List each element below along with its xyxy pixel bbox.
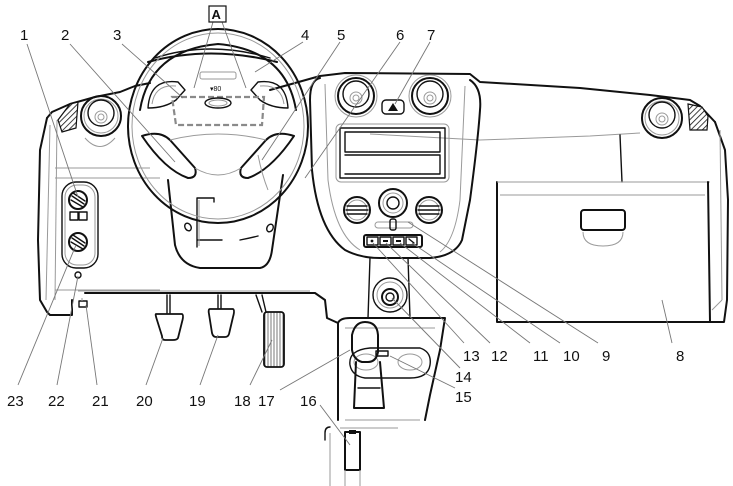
climate-control-temp[interactable] <box>415 196 443 224</box>
instrument-cluster: ▾80 <box>147 71 289 109</box>
dashboard-body <box>37 72 729 324</box>
brand-emblem <box>204 97 232 109</box>
callout-2: 2 <box>61 27 69 44</box>
leader-2 <box>69 43 176 163</box>
climate-control-mode[interactable] <box>378 188 408 218</box>
callout-17: 17 <box>258 393 275 410</box>
callout-16: 16 <box>300 393 317 410</box>
callout-10: 10 <box>563 348 580 365</box>
callout-6: 6 <box>396 27 404 44</box>
leader-17 <box>279 349 351 391</box>
cup-holders <box>349 347 431 379</box>
leader-15 <box>389 355 456 389</box>
leader-7 <box>394 41 431 105</box>
leader-A2 <box>221 21 247 89</box>
leader-1 <box>26 43 79 198</box>
leader-5 <box>261 41 341 161</box>
leader-12 <box>385 242 491 344</box>
left-side-vent <box>57 95 122 147</box>
leader-3 <box>121 43 184 99</box>
storage-tray <box>375 350 389 357</box>
right-side-vent <box>641 97 709 139</box>
leader-10 <box>411 242 561 344</box>
callout-23: 23 <box>7 393 24 410</box>
callout-7: 7 <box>427 27 435 44</box>
leader-4 <box>254 41 304 73</box>
clutch-pedal[interactable] <box>154 294 184 341</box>
dimmer-knob-lower[interactable] <box>68 232 88 252</box>
center-tunnel <box>324 317 446 486</box>
air-recirculation-slider[interactable] <box>374 218 414 231</box>
callout-13: 13 <box>463 348 480 365</box>
svg-text:▾80: ▾80 <box>210 86 221 93</box>
leader-13 <box>372 242 465 344</box>
leader-22 <box>56 275 79 386</box>
leader-16 <box>319 404 351 446</box>
leader-20 <box>145 337 164 386</box>
center-vent-right[interactable] <box>408 74 452 118</box>
callout-4: 4 <box>301 27 309 44</box>
hazard-button[interactable] <box>381 99 405 115</box>
callout-labels: A 1 2 3 4 5 6 7 8 9 10 11 12 13 14 15 16… <box>7 5 684 410</box>
callout-a: A <box>212 7 222 22</box>
callout-9: 9 <box>602 348 610 365</box>
switch-block[interactable] <box>363 234 423 248</box>
callout-21: 21 <box>92 393 109 410</box>
callout-12: 12 <box>491 348 508 365</box>
callout-15: 15 <box>455 389 472 406</box>
leader-19 <box>199 334 219 386</box>
leader-6 <box>304 41 401 179</box>
leader-18 <box>249 339 273 386</box>
lighting-knob-upper[interactable] <box>68 190 88 210</box>
leader-A1 <box>193 21 214 89</box>
callout-8: 8 <box>676 348 684 365</box>
leader-14 <box>391 297 461 369</box>
climate-control-fan[interactable] <box>343 196 371 224</box>
callout-5: 5 <box>337 27 345 44</box>
brake-pedal[interactable] <box>207 294 235 338</box>
callout-11: 11 <box>533 348 549 365</box>
center-vent-left[interactable] <box>334 74 378 118</box>
leader-lines <box>17 21 673 446</box>
glovebox[interactable] <box>496 181 711 323</box>
leader-8 <box>661 299 673 344</box>
steering-column <box>167 174 284 269</box>
cigarette-lighter[interactable] <box>372 277 408 313</box>
pedals <box>154 294 285 368</box>
leader-9 <box>407 221 599 344</box>
left-control-panel <box>61 181 99 308</box>
callout-20: 20 <box>136 393 153 410</box>
leader-23 <box>17 244 77 386</box>
callout-14: 14 <box>455 369 472 386</box>
leader-11 <box>399 242 531 344</box>
accelerator-pedal[interactable] <box>255 294 285 368</box>
center-console <box>309 74 482 319</box>
callout-box-a <box>208 5 227 23</box>
gear-shifter[interactable] <box>351 321 385 409</box>
steering-wheel[interactable]: ▾80 <box>127 28 309 224</box>
hood-release-lever[interactable] <box>78 300 88 308</box>
leader-21 <box>85 304 98 386</box>
glovebox-handle[interactable] <box>580 209 626 247</box>
callout-3: 3 <box>113 27 121 44</box>
radio-slot <box>335 123 450 183</box>
callout-1: 1 <box>20 27 28 44</box>
callout-22: 22 <box>48 393 65 410</box>
callout-18: 18 <box>234 393 251 410</box>
callout-19: 19 <box>189 393 206 410</box>
parking-brake-lever[interactable] <box>344 430 361 486</box>
